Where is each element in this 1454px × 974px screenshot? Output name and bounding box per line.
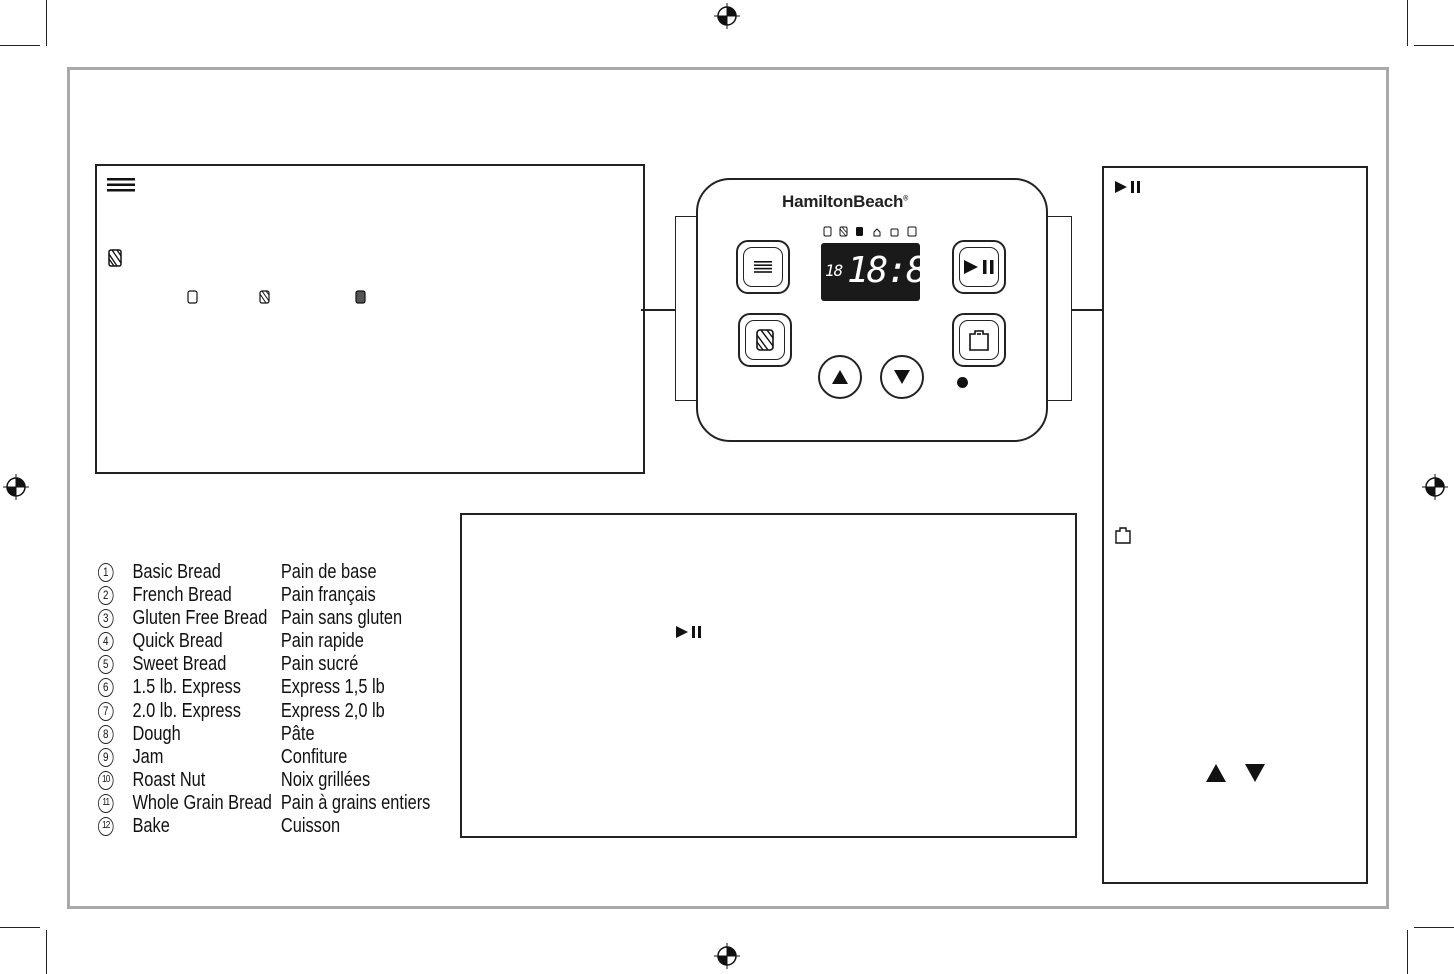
program-number: 3 — [98, 609, 114, 629]
program-name-french: Pain français — [280, 584, 376, 607]
leader-line-left — [641, 309, 676, 311]
program-number: 7 — [98, 701, 114, 721]
crop-mark — [0, 927, 40, 928]
crop-mark — [1414, 45, 1454, 46]
program-name-english: Whole Grain Bread — [132, 791, 272, 814]
program-name-french: Pâte — [280, 722, 315, 745]
menu-icon — [754, 261, 772, 273]
program-name-french: Cuisson — [280, 815, 341, 838]
program-number: 12 — [98, 817, 114, 837]
program-name-english: French Bread — [132, 584, 232, 607]
crop-mark — [1414, 927, 1454, 928]
program-number: 6 — [98, 678, 114, 698]
arrow-down-button[interactable] — [880, 355, 924, 399]
program-name-english: Dough — [132, 722, 181, 745]
menu-icon — [107, 178, 135, 192]
program-name-french: Pain sans gluten — [280, 607, 403, 630]
start-pause-icon — [676, 626, 701, 638]
arrow-down-icon — [894, 370, 910, 384]
menu-crust-callout-box — [95, 164, 645, 474]
crust-medium-icon — [259, 290, 270, 304]
program-name-french: Pain à grains entiers — [280, 791, 431, 814]
panel-side-tab-right — [1044, 216, 1072, 401]
program-number: 11 — [98, 793, 114, 813]
program-number: 1 — [98, 563, 114, 582]
start-pause-icon — [964, 260, 994, 274]
registration-mark-icon — [3, 474, 29, 500]
program-name-french: Noix grillées — [280, 768, 371, 791]
program-name-french: Express 2,0 lb — [280, 699, 385, 722]
program-number: 10 — [98, 770, 114, 790]
page-frame — [67, 67, 1389, 909]
arrow-up-icon — [832, 370, 848, 384]
control-panel — [696, 178, 1048, 442]
crop-mark — [1407, 930, 1408, 974]
registration-mark-icon — [714, 943, 740, 969]
leader-line-right — [1071, 309, 1102, 311]
registration-mark-icon — [1422, 474, 1448, 500]
loaf-size-icon — [1115, 527, 1131, 544]
crust-light-icon — [187, 290, 198, 304]
crop-mark — [1407, 0, 1408, 46]
lcd-big-digits: 18:88 — [847, 250, 947, 291]
indicator-light — [957, 377, 968, 388]
program-name-french: Express 1,5 lb — [280, 676, 385, 699]
program-name-english: 2.0 lb. Express — [132, 699, 241, 722]
program-name-english: Bake — [132, 815, 170, 838]
start-pause-icon — [1115, 181, 1140, 193]
brand-logo: HamiltonBeach® — [782, 192, 909, 211]
start-pause-button[interactable] — [952, 240, 1006, 294]
start-loaf-callout-box — [1102, 166, 1368, 884]
program-name-english: Gluten Free Bread — [132, 607, 268, 630]
program-number: 2 — [98, 586, 114, 606]
program-name-french: Pain sucré — [280, 653, 359, 676]
panel-side-tab-left — [675, 216, 698, 401]
crust-color-icon — [108, 249, 122, 267]
crust-dark-icon — [355, 290, 366, 304]
program-name-english: Basic Bread — [132, 561, 221, 583]
program-number: 8 — [98, 724, 114, 744]
crust-color-icon — [756, 329, 774, 351]
crop-mark — [46, 930, 47, 974]
crust-color-button[interactable] — [738, 313, 792, 367]
program-name-french: Pain de base — [280, 561, 377, 583]
lcd-display: 18 18:88 — [821, 243, 947, 301]
program-name-french: Confiture — [280, 745, 348, 768]
arrow-up-icon — [1206, 764, 1226, 782]
program-name-english: Jam — [132, 745, 164, 768]
crop-mark — [46, 0, 47, 46]
arrow-up-button[interactable] — [818, 355, 862, 399]
loaf-size-icon — [969, 330, 989, 351]
program-name-english: Quick Bread — [132, 630, 223, 653]
registration-mark-icon — [714, 3, 740, 29]
program-number: 9 — [98, 747, 114, 767]
arrow-down-icon — [1245, 764, 1265, 782]
program-name-english: Sweet Bread — [132, 653, 227, 676]
program-name-english: 1.5 lb. Express — [132, 676, 241, 699]
program-name-english: Roast Nut — [132, 768, 206, 791]
lcd-small-digits: 18 — [825, 261, 843, 280]
crop-mark — [0, 45, 40, 46]
program-number: 4 — [98, 632, 114, 652]
center-callout-box — [460, 513, 1077, 838]
menu-button[interactable] — [736, 240, 790, 294]
program-number: 5 — [98, 655, 114, 675]
program-name-french: Pain rapide — [280, 630, 364, 653]
loaf-size-button[interactable] — [952, 313, 1006, 367]
